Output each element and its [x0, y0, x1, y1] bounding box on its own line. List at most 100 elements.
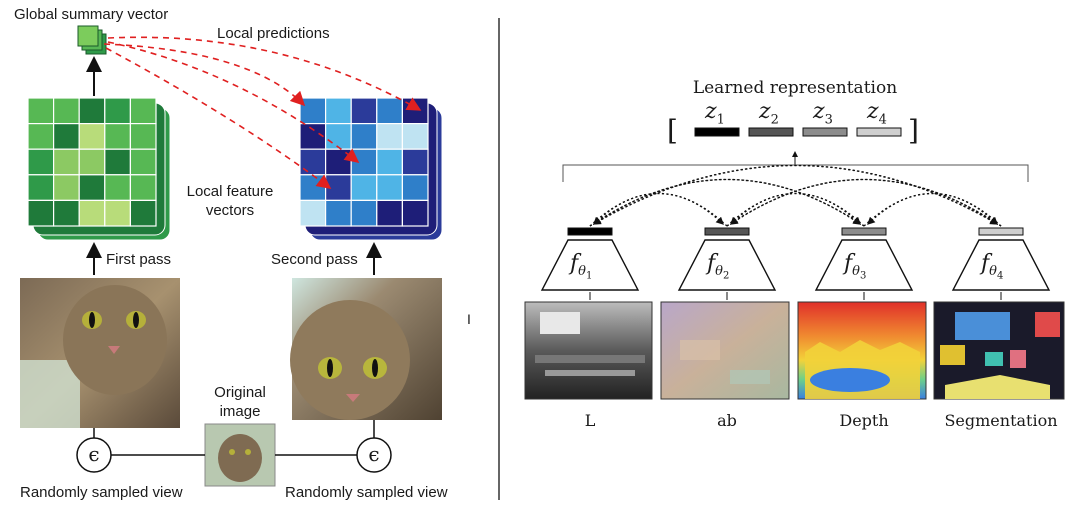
- epsilon-right-symbol: ϵ: [368, 442, 380, 466]
- feature-cell: [27, 174, 55, 202]
- original-image: [204, 423, 276, 487]
- feature-cell: [325, 174, 352, 202]
- random-view-right-label: Randomly sampled view: [285, 484, 448, 501]
- image-depth: [797, 301, 927, 400]
- encoder-theta: θ: [989, 264, 997, 280]
- feature-cell: [129, 174, 157, 202]
- feature-cell: [401, 148, 429, 176]
- feature-cell: [350, 199, 378, 227]
- first-pass-label: First pass: [106, 251, 172, 268]
- z-letter: z: [867, 99, 879, 124]
- feature-cell: [129, 199, 157, 227]
- dotted-arc-3-to-2: [730, 192, 865, 227]
- feature-cell: [27, 199, 55, 227]
- feature-cell: [104, 97, 132, 125]
- z-letter: z: [813, 99, 825, 124]
- feature-cell: [376, 174, 404, 202]
- epsilon-right-node: [356, 437, 392, 473]
- second-pass-label: Second pass: [271, 251, 358, 268]
- image-ab: [660, 301, 790, 400]
- z-label-3: z3: [813, 100, 833, 132]
- z-subscript: 4: [878, 112, 887, 128]
- feature-cell: [299, 97, 327, 125]
- z-bars: [694, 127, 902, 137]
- green-feature-map: [27, 97, 171, 241]
- z-bar-4: [856, 127, 902, 137]
- encoder-input-label-2: ab: [717, 411, 737, 430]
- encoder-output-bar-3: [841, 227, 887, 236]
- dotted-arc-4-to-3: [867, 192, 1002, 227]
- blue-feature-map: [299, 97, 443, 241]
- feature-cell: [350, 148, 378, 176]
- encoder-trapezoid-2: [677, 239, 777, 291]
- epsilon-left-symbol: ϵ: [88, 442, 100, 466]
- local-feature-label-1: Local feature: [186, 183, 274, 200]
- encoder-f: f: [707, 251, 716, 276]
- feature-cell: [299, 148, 327, 176]
- random-view-left-label: Randomly sampled view: [20, 484, 183, 501]
- encoder-theta: θ: [852, 264, 860, 280]
- feature-cell: [78, 199, 106, 227]
- feature-cell: [401, 199, 429, 227]
- feature-cell: [78, 174, 106, 202]
- encoder-function-label-2: fθ2: [707, 252, 729, 289]
- encoder-trapezoid-3: [814, 239, 914, 291]
- learned-representation-title: Learned representation: [692, 78, 898, 98]
- dotted-arc-1-to-2: [589, 192, 724, 227]
- dotted-arc-4-to-1: [592, 164, 1002, 227]
- feature-cell: [53, 148, 80, 176]
- representation-bracket-line: [562, 164, 1029, 182]
- feature-cell: [78, 148, 106, 176]
- feature-cell: [376, 199, 404, 227]
- image-L: [524, 301, 653, 400]
- z-bar-3: [802, 127, 848, 137]
- z-label-1: z1: [705, 100, 725, 132]
- feature-cell: [78, 97, 106, 125]
- encoder-index: 2: [722, 270, 730, 282]
- feature-cell: [27, 148, 55, 176]
- epsilon-left-node: [76, 437, 112, 473]
- feature-cell: [78, 123, 106, 150]
- encoders: [540, 227, 1051, 300]
- global-summary-cube-icon: [77, 25, 107, 55]
- feature-cell: [350, 97, 378, 125]
- prediction-arc-3: [105, 47, 332, 189]
- z-bar-1: [694, 127, 740, 137]
- feature-cell: [53, 123, 80, 150]
- encoder-function-label-4: fθ4: [981, 252, 1003, 289]
- cross-prediction-arcs: [589, 164, 1002, 227]
- stray-mark: I: [467, 311, 471, 327]
- encoder-input-label-4: Segmentation: [944, 411, 1058, 430]
- feature-cell: [299, 174, 327, 202]
- z-label-2: z2: [759, 100, 779, 132]
- encoder-input-label-1: L: [584, 411, 596, 430]
- z-letter: z: [759, 99, 771, 124]
- dotted-arc-2-to-3: [726, 192, 861, 227]
- encoder-output-bar-1: [567, 227, 613, 236]
- feature-cell: [350, 174, 378, 202]
- feature-cell: [104, 174, 132, 202]
- z-subscript: 1: [716, 112, 725, 128]
- feature-cell: [401, 123, 429, 150]
- local-predictions-label: Local predictions: [217, 25, 330, 42]
- encoder-output-bar-4: [978, 227, 1024, 236]
- feature-cell: [104, 123, 132, 150]
- prediction-arc-1: [107, 36, 422, 111]
- image-segmentation: [933, 301, 1065, 400]
- feature-cell: [104, 199, 132, 227]
- original-label-2: image: [219, 403, 261, 420]
- prediction-arc-2: [107, 41, 360, 163]
- z-subscript: 3: [824, 112, 833, 128]
- feature-cell: [325, 123, 352, 150]
- dotted-arc-2-to-1: [593, 192, 728, 227]
- feature-cell: [299, 199, 327, 227]
- feature-cell: [129, 97, 157, 125]
- feature-cell: [325, 97, 352, 125]
- feature-cell: [27, 123, 55, 150]
- feature-cell: [129, 123, 157, 150]
- encoder-theta: θ: [715, 264, 723, 280]
- feature-cell: [53, 174, 80, 202]
- original-label-1: Original: [214, 384, 266, 401]
- encoder-function-label-3: fθ3: [844, 252, 866, 289]
